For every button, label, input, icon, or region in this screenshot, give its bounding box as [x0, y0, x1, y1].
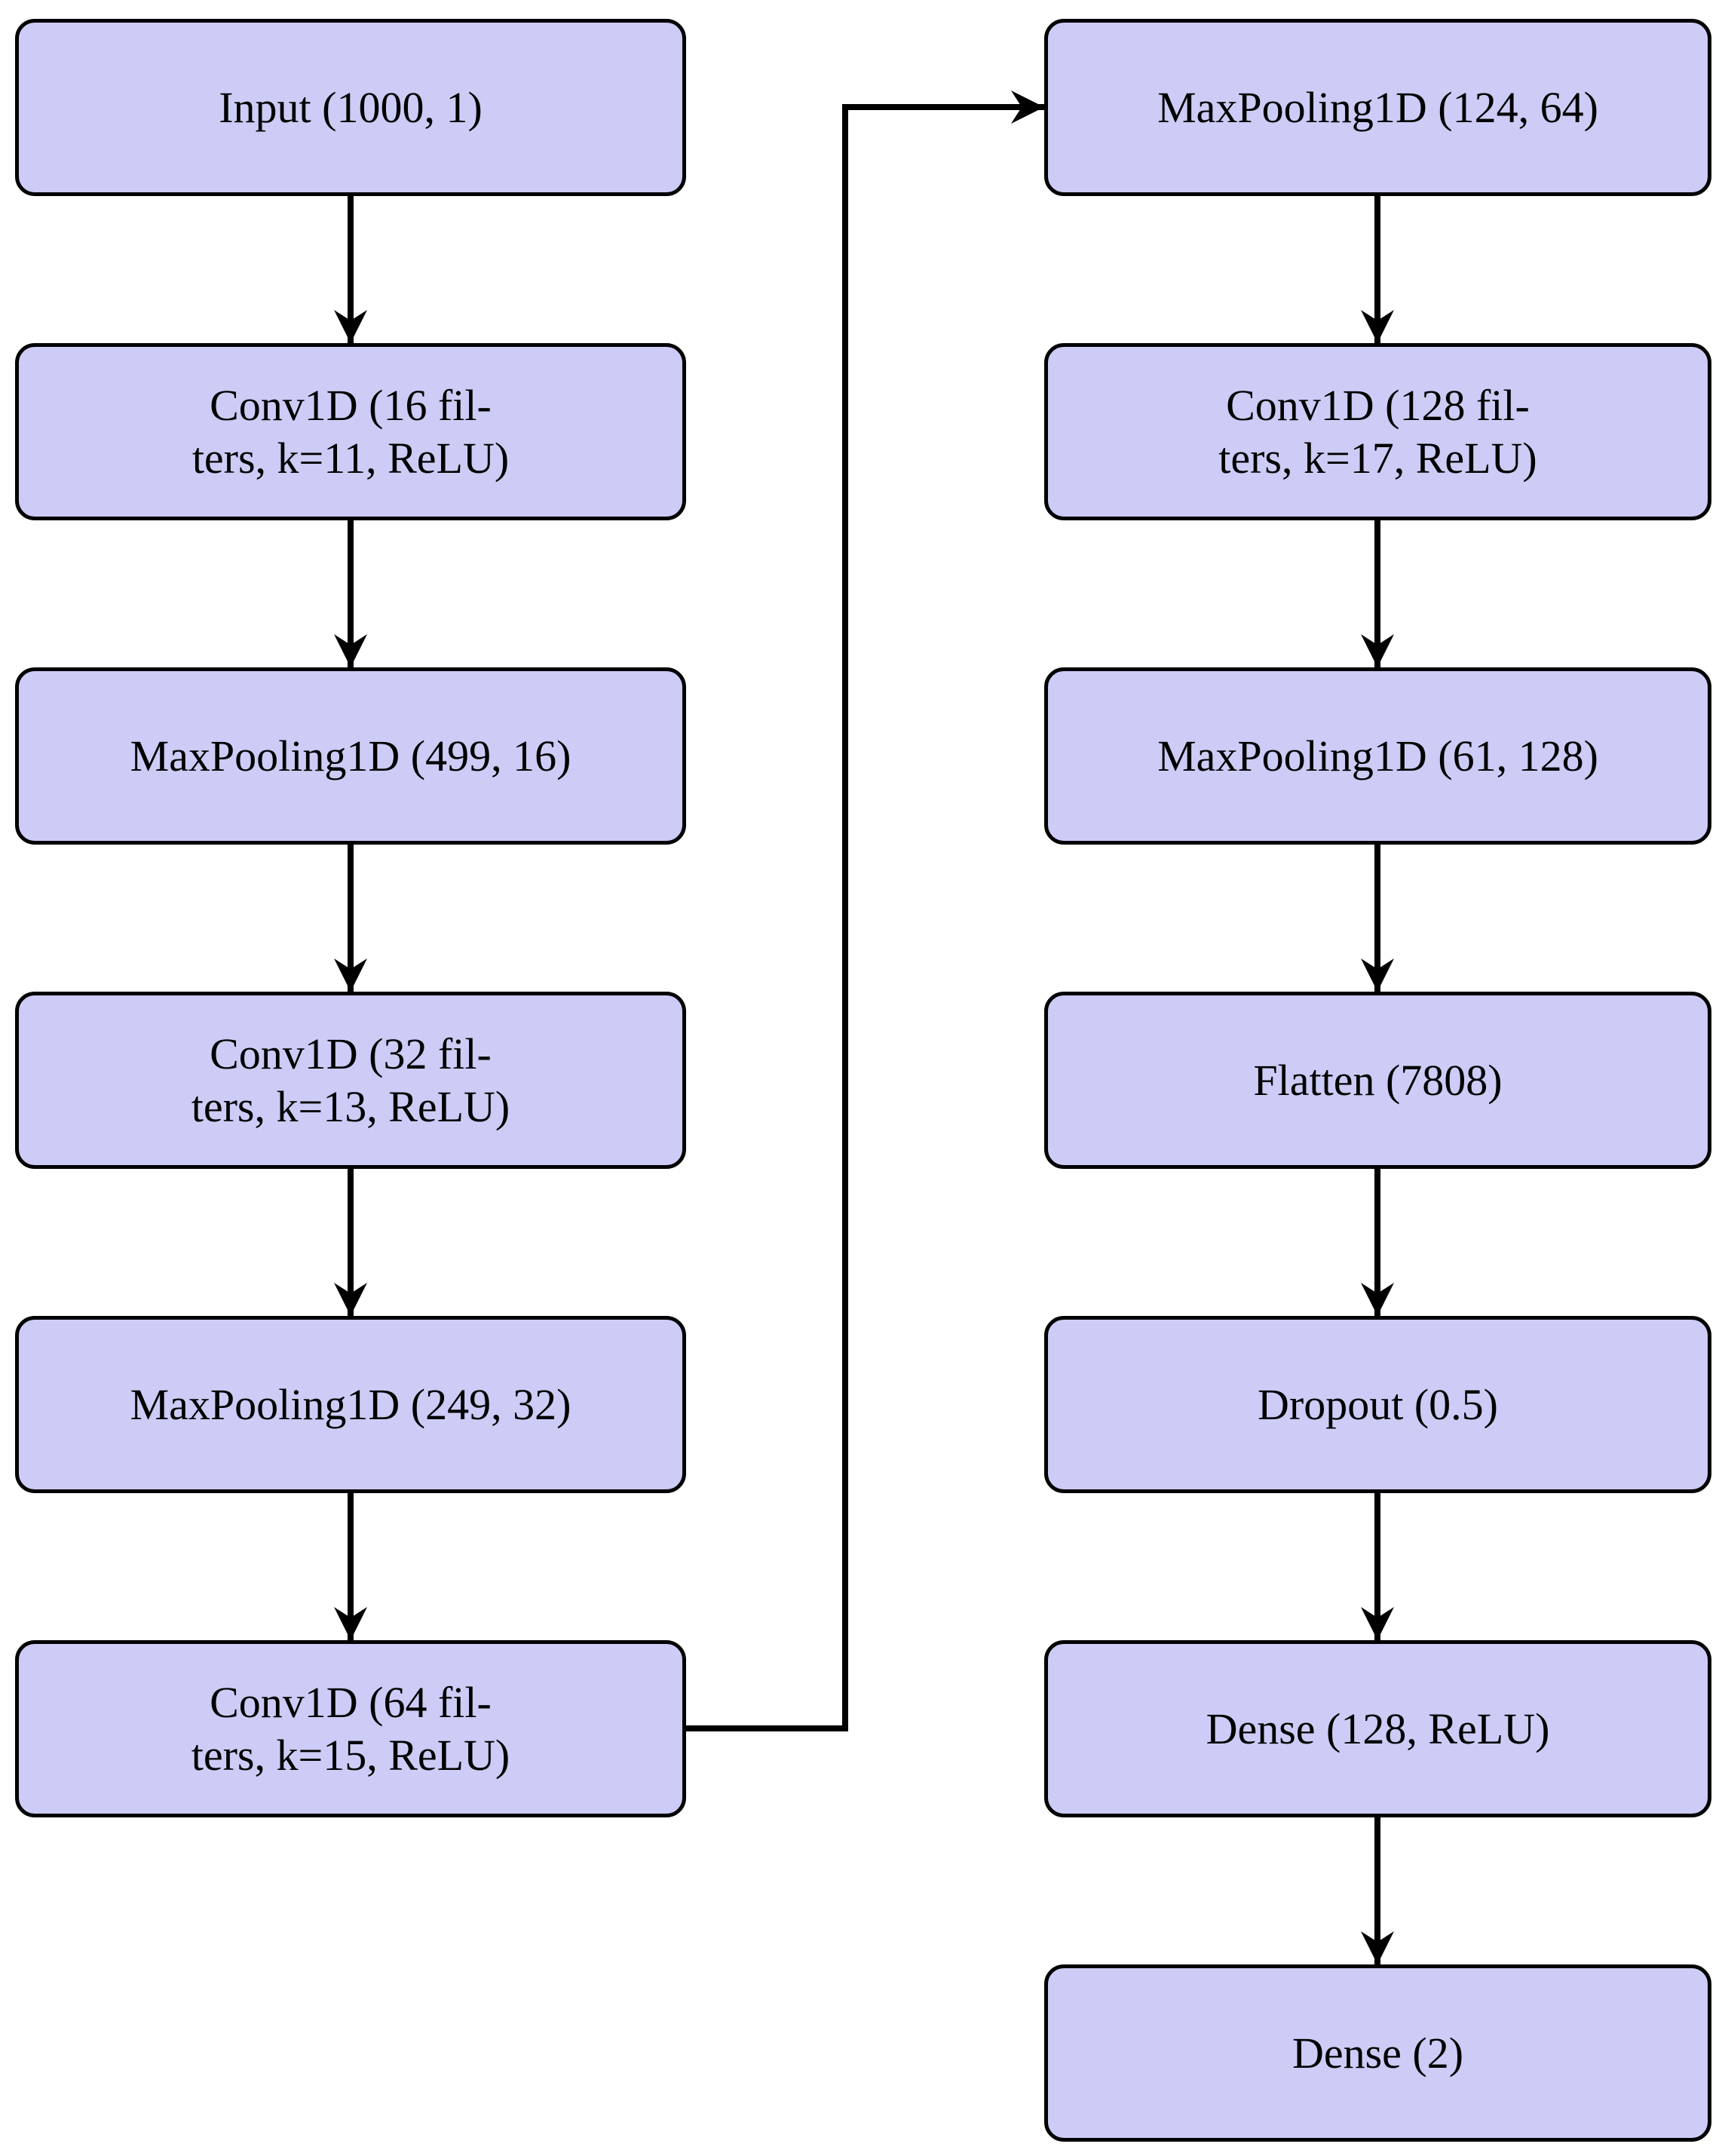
node-maxpooling1d-61-label: MaxPooling1D (61, 128) — [1157, 731, 1598, 781]
arrow-conv64-to-mp124 — [683, 90, 1044, 1731]
node-flatten: Flatten (7808) — [1044, 992, 1711, 1169]
node-dropout-label: Dropout (0.5) — [1258, 1379, 1498, 1429]
node-maxpooling1d-499: MaxPooling1D (499, 16) — [15, 667, 686, 845]
node-dense-128: Dense (128, ReLU) — [1044, 1640, 1711, 1817]
node-dense-2: Dense (2) — [1044, 1964, 1711, 2142]
node-dense-2-label: Dense (2) — [1292, 2028, 1464, 2078]
node-maxpooling1d-249: MaxPooling1D (249, 32) — [15, 1316, 686, 1493]
node-dropout: Dropout (0.5) — [1044, 1316, 1711, 1493]
node-maxpooling1d-61: MaxPooling1D (61, 128) — [1044, 667, 1711, 845]
node-conv1d-128: Conv1D (128 fil- ters, k=17, ReLU) — [1044, 343, 1711, 520]
node-input: Input (1000, 1) — [15, 19, 686, 196]
node-flatten-label: Flatten (7808) — [1253, 1055, 1503, 1105]
node-input-label: Input (1000, 1) — [219, 82, 483, 132]
node-conv1d-64: Conv1D (64 fil- ters, k=15, ReLU) — [15, 1640, 686, 1817]
node-maxpooling1d-249-label: MaxPooling1D (249, 32) — [130, 1379, 571, 1429]
node-maxpooling1d-124-label: MaxPooling1D (124, 64) — [1157, 82, 1598, 132]
node-conv1d-16: Conv1D (16 fil- ters, k=11, ReLU) — [15, 343, 686, 520]
node-conv1d-64-label: Conv1D (64 fil- ters, k=15, ReLU) — [191, 1677, 510, 1780]
node-conv1d-32-label: Conv1D (32 fil- ters, k=13, ReLU) — [191, 1029, 510, 1131]
node-conv1d-128-label: Conv1D (128 fil- ters, k=17, ReLU) — [1218, 380, 1537, 483]
node-conv1d-16-label: Conv1D (16 fil- ters, k=11, ReLU) — [192, 380, 510, 483]
node-conv1d-32: Conv1D (32 fil- ters, k=13, ReLU) — [15, 992, 686, 1169]
node-maxpooling1d-499-label: MaxPooling1D (499, 16) — [130, 731, 571, 781]
node-dense-128-label: Dense (128, ReLU) — [1206, 1704, 1550, 1753]
node-maxpooling1d-124: MaxPooling1D (124, 64) — [1044, 19, 1711, 196]
